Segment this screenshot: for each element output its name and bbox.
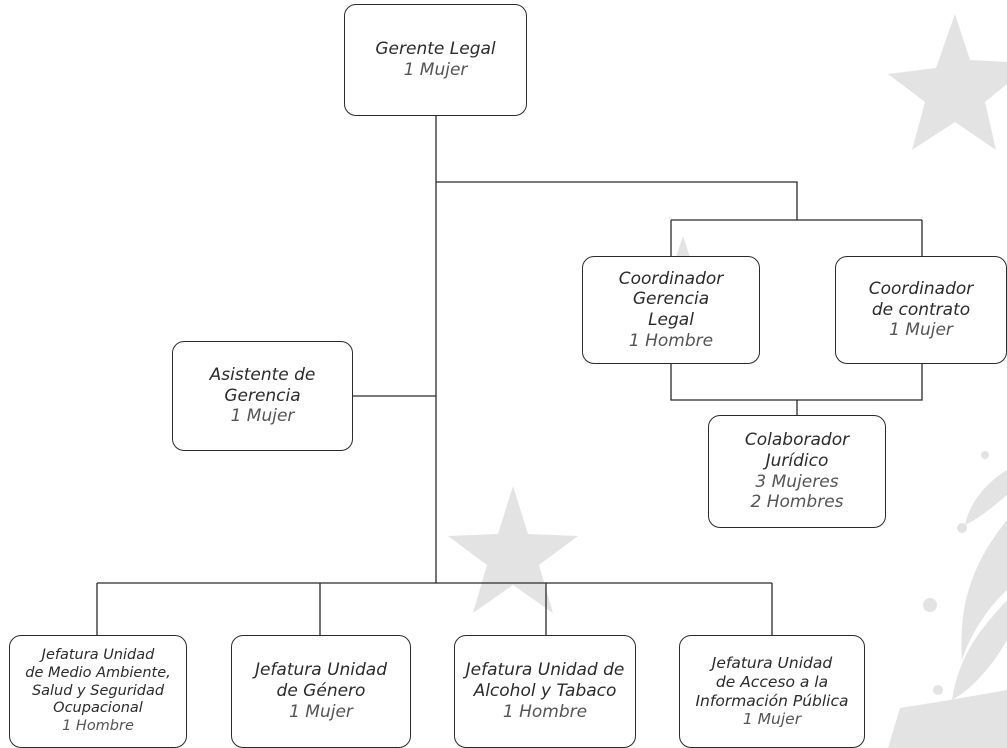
node-title-line: de contrato bbox=[871, 299, 971, 320]
node-title-line: Asistente de bbox=[209, 364, 316, 385]
node-title-line: Información Pública bbox=[695, 691, 849, 710]
node-jefatura-genero: Jefatura Unidad de Género 1 Mujer bbox=[231, 635, 411, 748]
node-title-line: Jefatura Unidad bbox=[41, 647, 155, 664]
connector-gerente-coordinadores bbox=[436, 181, 923, 256]
node-count-line: 1 Mujer bbox=[403, 60, 468, 80]
node-title-line: Salud y Seguridad bbox=[31, 682, 165, 699]
node-gerente-legal: Gerente Legal 1 Mujer bbox=[344, 4, 527, 116]
node-title-line: Alcohol y Tabaco bbox=[473, 681, 617, 702]
node-title-line: Coordinador bbox=[868, 278, 974, 299]
node-count-line: 1 Mujer bbox=[889, 320, 953, 341]
star-shape bbox=[448, 486, 578, 613]
connectors bbox=[96, 116, 923, 635]
connector-coordinadores-colaborador bbox=[670, 364, 923, 415]
node-title-line: Gerencia bbox=[632, 289, 710, 310]
connector-gerente-jefaturas bbox=[96, 582, 773, 635]
node-title-line: de Género bbox=[276, 681, 366, 702]
node-count-line: 1 Hombre bbox=[62, 718, 134, 735]
leaf-branch bbox=[923, 451, 1007, 700]
node-title-line: Gerente Legal bbox=[375, 39, 496, 60]
node-count-line: 1 Hombre bbox=[628, 330, 714, 351]
node-jefatura-medio-ambiente: Jefatura Unidad de Medio Ambiente, Salud… bbox=[9, 635, 187, 748]
star-shape bbox=[888, 690, 1007, 748]
node-title-line: Gerencia bbox=[224, 385, 301, 406]
node-coordinador-de-contrato: Coordinador de contrato 1 Mujer bbox=[835, 256, 1007, 364]
node-jefatura-alcohol-tabaco: Jefatura Unidad de Alcohol y Tabaco 1 Ho… bbox=[454, 635, 636, 748]
node-asistente-de-gerencia: Asistente de Gerencia 1 Mujer bbox=[172, 341, 353, 451]
node-count-line: 1 Mujer bbox=[230, 406, 295, 427]
node-title-line: Jefatura Unidad de bbox=[465, 660, 625, 681]
node-count-line: 1 Hombre bbox=[502, 701, 588, 722]
node-title-line: Colaborador bbox=[744, 430, 850, 451]
node-title-line: Legal bbox=[648, 310, 694, 330]
node-count-line: 1 Mujer bbox=[289, 701, 353, 722]
star-shape bbox=[888, 14, 1007, 150]
node-coordinador-gerencia-legal: Coordinador Gerencia Legal 1 Hombre bbox=[582, 256, 760, 364]
node-jefatura-acceso-informacion: Jefatura Unidad de Acceso a la Informaci… bbox=[679, 635, 865, 748]
node-title-line: Jefatura Unidad bbox=[254, 660, 388, 681]
node-colaborador-juridico: Colaborador Jurídico 3 Mujeres 2 Hombres bbox=[708, 415, 886, 528]
node-title-line: de Acceso a la bbox=[715, 672, 829, 691]
node-title-line: Jurídico bbox=[765, 450, 829, 471]
node-title-line: de Medio Ambiente, bbox=[25, 664, 171, 681]
node-count-line: 2 Hombres bbox=[750, 492, 844, 513]
node-count-line: 3 Mujeres bbox=[755, 471, 839, 492]
node-count-line: 1 Mujer bbox=[742, 710, 802, 729]
node-title-line: Ocupacional bbox=[53, 700, 143, 717]
node-title-line: Jefatura Unidad bbox=[711, 653, 833, 672]
node-title-line: Coordinador bbox=[618, 268, 724, 289]
